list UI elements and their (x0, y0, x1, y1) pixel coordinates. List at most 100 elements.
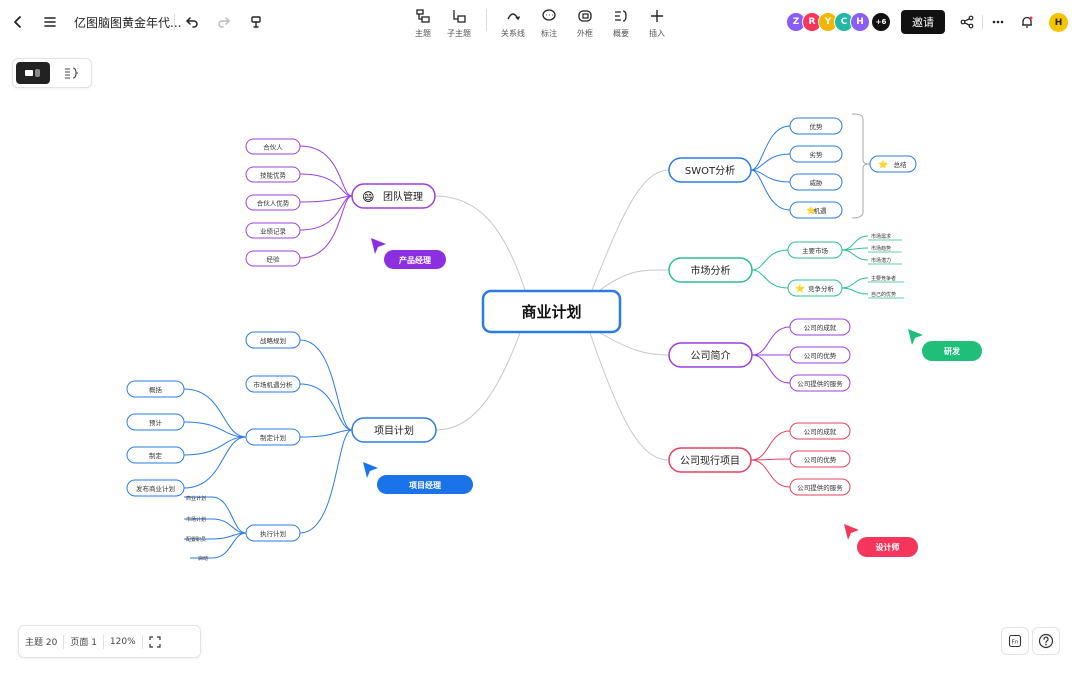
undo-icon[interactable] (182, 12, 202, 32)
subtopic-node[interactable]: 概括 (126, 380, 185, 398)
tool-topic[interactable]: 主题 (405, 8, 441, 39)
redo-icon[interactable] (214, 12, 234, 32)
swot-topic-label: SWOT分析 (685, 164, 735, 177)
market-connectors (751, 235, 869, 295)
fullscreen-icon[interactable] (143, 635, 167, 648)
leaf-label[interactable]: 启动 (198, 555, 208, 562)
notification-bell-icon[interactable] (1017, 12, 1037, 32)
tool-label: 子主题 (447, 29, 471, 38)
subtopic-node[interactable]: 业绩记录 (245, 222, 301, 239)
collaborator-avatar[interactable]: H (850, 12, 870, 32)
subtopic-node[interactable]: 预计 (126, 413, 185, 431)
more-collaborators-badge[interactable]: +6 (871, 12, 891, 32)
central-topic[interactable]: 商业计划 (481, 289, 622, 334)
insert-icon (651, 10, 663, 22)
subtopic-node[interactable]: 制定计划 (245, 428, 301, 446)
subtopic-label: 公司提供的服务 (797, 379, 843, 388)
subtopic-node[interactable]: 劣势 (789, 145, 843, 163)
zoom-level[interactable]: 120% (109, 636, 136, 647)
leaf-label[interactable]: 主要竞争者 (871, 275, 896, 282)
tool-callout[interactable]: 标注 (531, 8, 567, 39)
document-title[interactable]: 亿图脑图黄金年代... (74, 16, 182, 30)
status-bar: 主题 20 页面 1 120% (18, 625, 201, 658)
tool-subtopic[interactable]: 子主题 (441, 8, 477, 39)
mindmap-view-button[interactable] (16, 62, 50, 84)
cursor-name-label: 研发 (944, 346, 961, 356)
market-children: 主要市场 ⭐竞争分析 市场需求 市场趋势 市场潜力 主要竞争者 自己的优势 (787, 233, 904, 299)
tool-label: 标注 (541, 29, 557, 38)
project-plan-topic[interactable]: 项目计划 (351, 417, 437, 443)
subtopic-node[interactable]: 优势 (789, 117, 843, 135)
subtopic-node[interactable]: 执行计划 (245, 524, 301, 542)
more-icon[interactable] (988, 12, 1008, 32)
help-icon[interactable] (1032, 627, 1060, 655)
team-topic[interactable]: 😄 团队管理 (351, 183, 436, 209)
cursor-designer: 设计师 (844, 524, 918, 557)
subtopic-node[interactable]: 公司的优势 (789, 450, 851, 468)
subtopic-icon (453, 10, 466, 23)
back-icon[interactable] (8, 12, 28, 32)
menu-icon[interactable] (40, 12, 60, 32)
leaf-label[interactable]: 市场趋势 (871, 245, 891, 252)
swot-children: 优势 劣势 威胁 ⭐机遇 ⭐总结 (789, 117, 917, 219)
top-toolbar: 亿图脑图黄金年代... 主题 子主题 关系线 标注 外框 概要 插入 Z R Y (0, 0, 1080, 44)
subtopic-node[interactable]: ⭐竞争分析 (787, 279, 843, 297)
company-children: 公司的成就 公司的优势 公司提供的服务 (789, 318, 851, 392)
laughing-emoji-icon: 😄 (362, 190, 375, 204)
format-painter-icon[interactable] (246, 12, 266, 32)
subtopic-node[interactable]: 制定 (126, 446, 185, 464)
cursor-developer: 研发 (908, 329, 982, 361)
subtopic-node[interactable]: 经验 (245, 250, 301, 267)
subtopic-node[interactable]: 公司提供的服务 (789, 478, 851, 496)
subtopic-node[interactable]: 公司的成就 (789, 318, 851, 336)
subtopic-label: 制定计划 (260, 433, 286, 442)
svg-text:Fn: Fn (1012, 640, 1019, 646)
divider (174, 14, 175, 30)
function-key-icon[interactable]: Fn (1001, 627, 1029, 655)
subtopic-node[interactable]: 主要市场 (787, 241, 843, 259)
subtopic-node[interactable]: 技能优势 (245, 166, 301, 183)
leaf-label[interactable]: 市场潜力 (871, 257, 891, 264)
leaf-label[interactable]: 商业计划 (186, 495, 206, 502)
star-icon: ⭐ (878, 159, 888, 169)
current-projects-topic[interactable]: 公司现行项目 (668, 447, 752, 473)
market-topic[interactable]: 市场分析 (668, 257, 753, 283)
subtopic-node[interactable]: 发布商业计划 (126, 479, 185, 497)
subtopic-node[interactable]: 合伙人 (245, 138, 301, 155)
tool-summary[interactable]: 概要 (603, 8, 639, 39)
subtopic-node[interactable]: 公司的成就 (789, 422, 851, 440)
subtopic-node[interactable]: 公司的优势 (789, 346, 851, 364)
cursor-arrow-icon (844, 524, 859, 540)
subtopic-label: 威胁 (810, 178, 824, 187)
company-connectors (751, 326, 791, 384)
subtopic-node[interactable]: 合伙人优势 (245, 194, 301, 211)
summary-node[interactable]: ⭐总结 (869, 155, 917, 173)
subtopic-node[interactable]: 市场机遇分析 (245, 375, 301, 393)
invite-button[interactable]: 邀请 (901, 10, 945, 34)
company-topic[interactable]: 公司简介 (668, 342, 753, 368)
subtopic-node[interactable]: 战略规划 (245, 331, 301, 349)
subtopic-node[interactable]: 公司提供的服务 (789, 374, 851, 392)
tool-boundary[interactable]: 外框 (567, 8, 603, 39)
share-icon[interactable] (957, 12, 977, 32)
leaf-label[interactable]: 市场计划 (186, 516, 206, 523)
current-connectors (750, 430, 791, 488)
leaf-label[interactable]: 自己的优势 (871, 291, 896, 298)
subtopic-label: 公司的成就 (804, 427, 837, 436)
tool-label: 插入 (649, 29, 665, 38)
star-icon: ⭐ (795, 283, 805, 293)
collaborator-avatar[interactable]: Y (818, 12, 838, 32)
team-topic-label: 团队管理 (383, 190, 423, 203)
outline-view-button[interactable] (57, 62, 87, 84)
cursor-project-manager: 项目经理 (363, 462, 473, 494)
user-avatar[interactable]: H (1049, 13, 1068, 32)
tool-insert[interactable]: 插入 (639, 8, 675, 39)
swot-topic[interactable]: SWOT分析 (668, 157, 752, 183)
page-indicator[interactable]: 页面 1 (70, 638, 97, 648)
subtopic-node[interactable]: 威胁 (789, 173, 843, 191)
leaf-label[interactable]: 配置职员 (186, 537, 206, 543)
leaf-label[interactable]: 市场需求 (871, 233, 891, 240)
tool-relation-line[interactable]: 关系线 (495, 8, 531, 39)
subtopic-node[interactable]: ⭐机遇 (789, 201, 843, 219)
project-children: 战略规划 市场机遇分析 制定计划 执行计划 概括 预计 制定 发布商业计划 商业… (126, 331, 301, 562)
